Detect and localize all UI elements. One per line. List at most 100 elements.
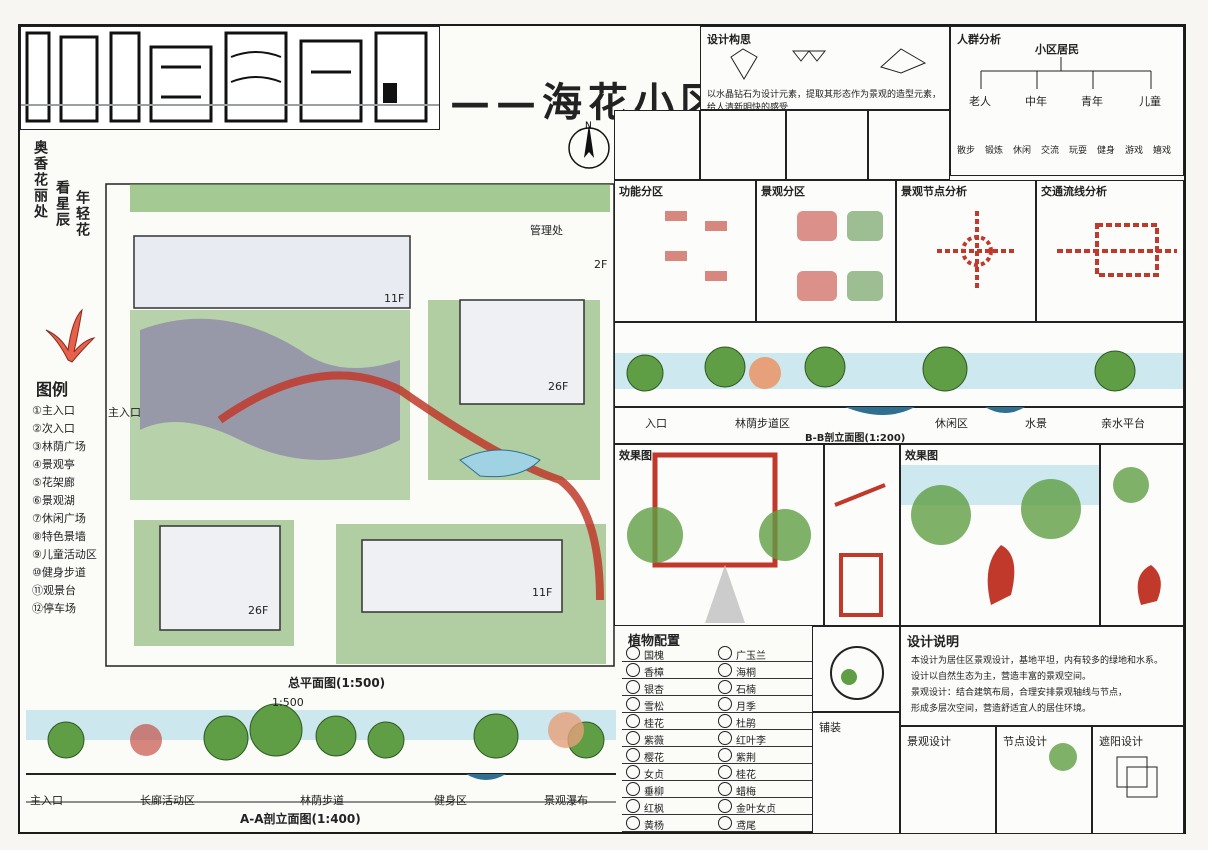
- table-row: 紫薇红叶李: [622, 730, 812, 747]
- section-bb-label: 林荫步道区: [735, 417, 790, 430]
- diamond-sketch: [730, 48, 927, 80]
- design-notes-line: 本设计为居住区景观设计，基地平坦，内有较多的绿地和水系。: [911, 656, 1164, 666]
- legend-item: ⑥景观湖: [32, 494, 75, 507]
- function-diagram: [665, 211, 727, 281]
- arch-detail-drawing: [834, 483, 886, 617]
- people-group: 中年: [1025, 95, 1047, 108]
- design-concept-text: 以水晶钻石为设计元素，提取其形态作为景观的造型元素，给人清新明快的感受: [707, 90, 942, 113]
- plant-table-heading: 植物配置: [628, 634, 681, 649]
- plan-label-floor: 11F: [532, 586, 553, 599]
- node-detail-drawing: [1049, 743, 1077, 771]
- perspective-1-drawing: [627, 452, 811, 623]
- legend-item: ③林荫广场: [32, 440, 86, 453]
- shade-detail-drawing: [1116, 756, 1158, 798]
- plan-label-floor: 2F: [594, 258, 608, 271]
- detail-sketch-b: 铺装: [812, 712, 900, 834]
- plant-name: 桂花: [644, 719, 664, 730]
- concept-sketch-2: [700, 110, 786, 180]
- design-notes-line: 设计以自然生态为主，营造丰富的景观空间。: [911, 672, 1092, 682]
- design-notes-panel: 设计说明 本设计为居住区景观设计，基地平坦，内有较多的绿地和水系。 设计以自然生…: [900, 626, 1184, 726]
- perspective-2: 效果图: [900, 444, 1100, 626]
- design-concept-panel: 设计构思 以水晶钻石为设计元素，提取其形态作为景观的造型元素，给人清新明快的感受: [700, 26, 950, 113]
- site-plan: [100, 180, 620, 670]
- perspective-heading: 效果图: [619, 449, 652, 462]
- function-zoning-heading: 功能分区: [619, 185, 663, 198]
- people-sub: 休闲: [1013, 146, 1032, 156]
- plant-name: 国槐: [644, 651, 664, 662]
- plant-name: 银杏: [644, 685, 664, 696]
- building-elevation-panel: [20, 26, 440, 130]
- section-aa-label: 长廊活动区: [140, 794, 195, 807]
- table-row: 樱花紫荆: [622, 747, 812, 764]
- detail-sketch-d: 节点设计: [996, 726, 1092, 834]
- traffic-analysis-panel: 交通流线分析: [1036, 180, 1184, 322]
- people-sub: 锻炼: [985, 146, 1004, 156]
- design-notes-heading: 设计说明: [907, 635, 960, 650]
- section-bb-drawing: [615, 346, 1183, 415]
- people-analysis-panel: 人群分析 小区居民 老人 中年 青年 儿童 散步 锻炼 休闲 交流 玩耍 健身 …: [950, 26, 1184, 176]
- people-sub: 散步: [957, 146, 976, 156]
- nodes-analysis-panel: 景观节点分析: [896, 180, 1036, 322]
- slogan-text-2: 看星辰: [54, 180, 70, 228]
- table-row: 黄杨鸢尾: [622, 815, 812, 832]
- people-sub: 健身: [1097, 146, 1116, 156]
- perspective-detail-1: [824, 444, 900, 626]
- site-plan-drawing: [105, 183, 615, 667]
- plant-name: 杜鹃: [736, 719, 756, 730]
- section-bb-label: 亲水平台: [1101, 417, 1145, 430]
- plant-name: 广玉兰: [736, 651, 766, 662]
- table-row: 香樟 海桐: [622, 662, 812, 679]
- landscape-zoning-heading: 景观分区: [761, 185, 805, 198]
- plant-name: 雪松: [644, 702, 664, 713]
- detail-heading: 遮阳设计: [1099, 735, 1143, 748]
- traffic-diagram: [1057, 223, 1177, 277]
- plant-name: 红叶李: [736, 736, 766, 747]
- plant-name: 金叶女贞: [736, 804, 776, 815]
- legend-item: ⑩健身步道: [32, 566, 86, 579]
- legend-item: ⑤花架廊: [32, 476, 75, 489]
- table-row: 女贞 桂花: [622, 764, 812, 781]
- concept-sketch-1: [614, 110, 700, 180]
- slogan-text-1: 奥香花丽处: [32, 140, 48, 220]
- nodes-analysis-heading: 景观节点分析: [901, 185, 967, 198]
- svg-text:N: N: [585, 121, 592, 131]
- north-arrow-icon: N: [568, 121, 610, 169]
- table-row: 国槐 广玉兰: [622, 645, 812, 662]
- plant-name: 垂柳: [644, 787, 664, 798]
- plant-name: 月季: [736, 702, 756, 713]
- table-row: 红枫金叶女贞: [622, 798, 812, 815]
- detail-sketch-e: 遮阳设计: [1092, 726, 1184, 834]
- plant-name: 桂花: [736, 770, 756, 781]
- people-analysis-heading: 人群分析: [957, 33, 1001, 46]
- plant-table: 国槐 广玉兰 香樟 海桐 银杏 石楠 雪松 月季 桂花 杜鹃 紫薇红叶李 樱花紫荆 女贞 桂…: [622, 625, 812, 833]
- table-row: 垂柳蜡梅: [622, 781, 812, 798]
- detail-heading: 景观设计: [907, 735, 951, 748]
- detail-heading: 铺装: [819, 721, 841, 734]
- section-aa-label: 主入口: [30, 794, 63, 807]
- design-concept-heading: 设计构思: [707, 33, 751, 46]
- sculpture-detail-drawing: [1113, 467, 1161, 605]
- zones-diagram: [797, 211, 883, 301]
- legend-item: ⑪观景台: [32, 584, 76, 597]
- section-aa-label: 健身区: [434, 794, 467, 807]
- section-aa-caption: A-A剖立面图(1:400): [240, 812, 361, 826]
- plan-label-gate: 管理处: [530, 224, 563, 237]
- section-bb-label: 休闲区: [935, 417, 968, 430]
- detail-heading: 节点设计: [1003, 735, 1047, 748]
- plant-name: 石楠: [736, 685, 756, 696]
- legend-item: ④景观亭: [32, 458, 75, 471]
- legend-heading: 图例: [36, 380, 69, 399]
- section-aa-label: 景观瀑布: [544, 794, 588, 807]
- plant-name: 海桐: [736, 668, 756, 679]
- plant-name: 鸢尾: [736, 821, 756, 832]
- perspective-1: 效果图: [614, 444, 824, 626]
- landscape-zoning-panel: 景观分区: [756, 180, 896, 322]
- perspective-detail-2: [1100, 444, 1184, 626]
- people-sub: 交流: [1041, 146, 1060, 156]
- plant-name: 香樟: [644, 668, 664, 679]
- round-detail-drawing: [830, 646, 884, 700]
- plant-name: 女贞: [644, 770, 664, 781]
- people-tree-diagram: [980, 57, 1152, 89]
- plan-label-floor: 11F: [384, 292, 405, 305]
- flower-icon: [45, 308, 96, 363]
